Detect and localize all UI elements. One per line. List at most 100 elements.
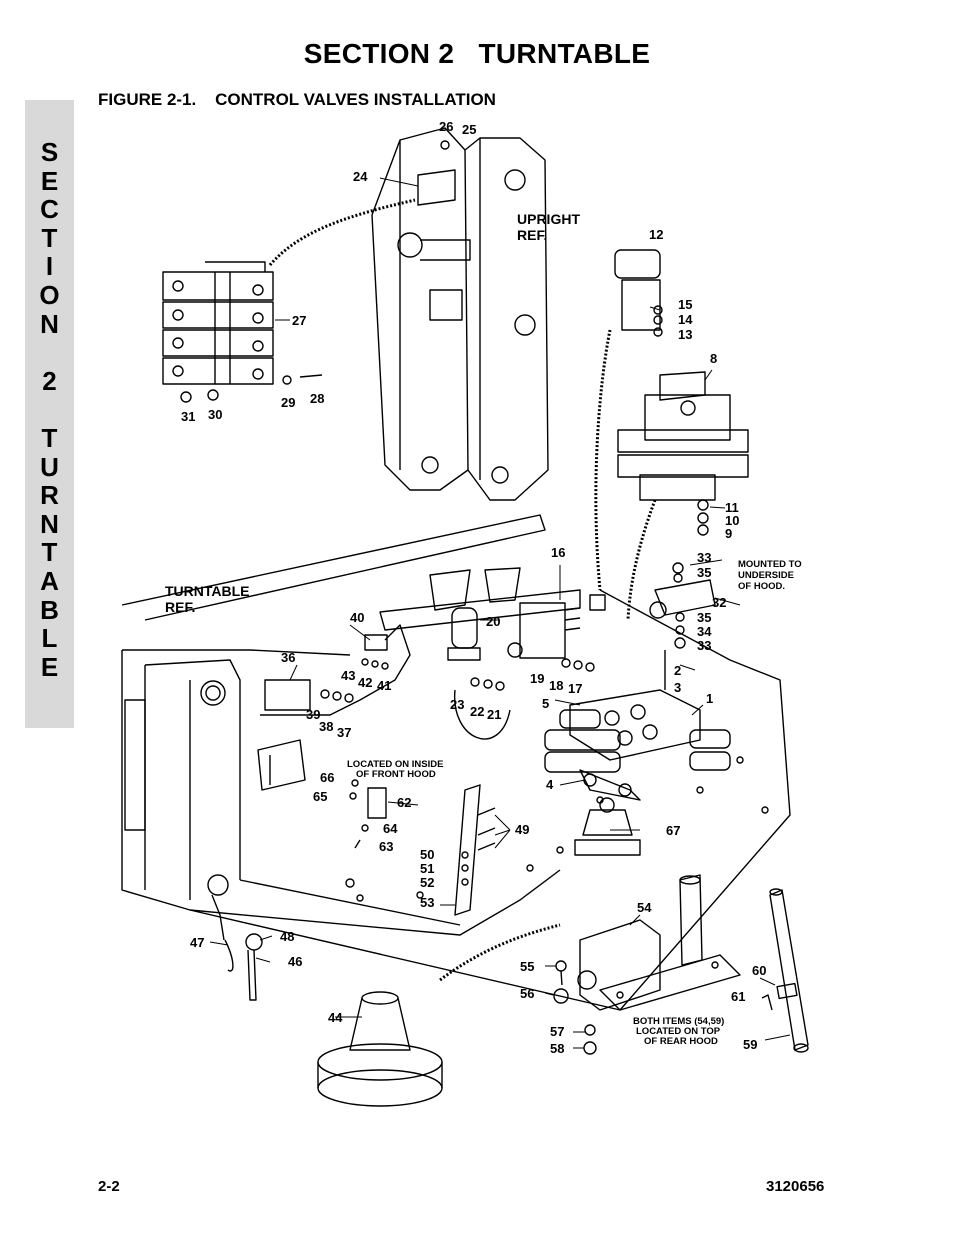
turntable-ref-label-2: REF. xyxy=(165,599,195,615)
callout-label: 63 xyxy=(379,839,393,854)
callout-label: 33 xyxy=(697,550,711,565)
switch-36 xyxy=(264,679,311,711)
note-mounted-line-2: UNDERSIDE xyxy=(738,570,794,581)
callout-label: 14 xyxy=(678,312,693,327)
valve-12 xyxy=(614,249,663,337)
switch-40 xyxy=(364,634,388,651)
callout-label: 39 xyxy=(306,707,320,722)
note-located-line-1: LOCATED ON INSIDE xyxy=(347,759,443,770)
callout-label: 46 xyxy=(288,954,302,969)
note-both-line-2: LOCATED ON TOP xyxy=(636,1026,721,1037)
callout-label: 24 xyxy=(353,169,368,184)
callout-label: 32 xyxy=(712,595,726,610)
callout-label: 2 xyxy=(674,663,681,678)
callout-label: 22 xyxy=(470,704,484,719)
callout-label: 37 xyxy=(337,725,351,740)
hood-latch xyxy=(207,874,263,1001)
callout-label: 18 xyxy=(549,678,563,693)
callout-label: 17 xyxy=(568,681,582,696)
side-tab-letter: T xyxy=(41,423,58,453)
note-located-line-2: OF FRONT HOOD xyxy=(356,769,436,780)
side-tab-letter: T xyxy=(41,222,58,253)
callout-label: 33 xyxy=(697,638,711,653)
switch-62 xyxy=(367,787,387,819)
block-32 xyxy=(654,579,716,616)
side-tab-letter: I xyxy=(45,251,54,282)
part-54 xyxy=(577,874,741,1011)
callout-label: 25 xyxy=(462,122,476,137)
callout-label: 40 xyxy=(350,610,364,625)
callout-label: 49 xyxy=(515,822,529,837)
callout-label: 66 xyxy=(320,770,334,785)
valve-stack-27 xyxy=(162,261,274,385)
leader-lines xyxy=(209,177,791,1049)
valve-assembly-8 xyxy=(617,371,749,536)
side-tab-letter: 2 xyxy=(42,365,57,396)
note-mounted-line-3: OF HOOD. xyxy=(738,581,785,592)
side-tab-letter: C xyxy=(40,194,59,225)
side-tab-letter: U xyxy=(40,451,59,482)
callout-label: 23 xyxy=(450,697,464,712)
side-tab-letter: N xyxy=(40,508,59,539)
callout-label: 61 xyxy=(731,989,745,1004)
callout-label: 52 xyxy=(420,875,434,890)
callout-label: 54 xyxy=(637,900,652,915)
callout-label: 50 xyxy=(420,847,434,862)
callout-label: 30 xyxy=(208,407,222,422)
page-number: 2-2 xyxy=(98,1178,120,1195)
callout-label: 11 xyxy=(725,500,739,515)
callout-label: 60 xyxy=(752,963,766,978)
callout-label: 8 xyxy=(710,351,717,366)
callout-label: 35 xyxy=(697,610,711,625)
callout-label: 35 xyxy=(697,565,711,580)
callout-label: 57 xyxy=(550,1024,564,1039)
document-number: 3120656 xyxy=(766,1178,825,1195)
callout-label: 42 xyxy=(358,675,372,690)
callout-label: 13 xyxy=(678,327,692,342)
callout-label: 67 xyxy=(666,823,680,838)
callout-label: 44 xyxy=(328,1010,343,1025)
callout-label: 62 xyxy=(397,795,411,810)
callout-label: 56 xyxy=(520,986,534,1001)
side-tab-letter: E xyxy=(40,165,59,196)
callout-label: 10 xyxy=(725,513,739,528)
callout-label: 5 xyxy=(542,696,549,711)
callout-label: 55 xyxy=(520,959,534,974)
section-title: SECTION 2 TURNTABLE xyxy=(303,38,651,69)
upright-ref-label-2: REF. xyxy=(517,227,547,243)
upright-assembly xyxy=(371,127,549,501)
part-44 xyxy=(317,991,443,1107)
switch-67 xyxy=(574,797,641,856)
side-tab-letter: S xyxy=(40,137,59,167)
callout-label: 16 xyxy=(551,545,565,560)
callout-label: 51 xyxy=(420,861,434,876)
note-mounted-line-1: MOUNTED TO xyxy=(738,559,802,570)
callout-label: 27 xyxy=(292,313,306,328)
side-tab-letter: O xyxy=(39,280,60,310)
turntable-base xyxy=(121,514,791,1011)
callout-label: 36 xyxy=(281,650,295,665)
callout-label: 38 xyxy=(319,719,333,734)
side-tab-letter: T xyxy=(41,537,58,568)
upright-ref-label: UPRIGHT xyxy=(517,211,580,227)
callout-label: 59 xyxy=(743,1037,757,1052)
callout-label: 29 xyxy=(281,395,295,410)
callout-label: 34 xyxy=(697,624,712,639)
turntable-ref-label: TURNTABLE xyxy=(165,583,250,599)
callout-label: 64 xyxy=(383,821,398,836)
side-tab-letter: E xyxy=(40,651,59,682)
callout-label: 53 xyxy=(420,895,434,910)
callout-labels: 26 25 24 27 31 30 29 28 12 15 14 13 8 11… xyxy=(181,119,766,1056)
side-tab-letter: R xyxy=(40,480,59,511)
callout-label: 15 xyxy=(678,297,692,312)
bracket-49 xyxy=(454,784,481,916)
callout-label: 65 xyxy=(313,789,327,804)
callout-label: 21 xyxy=(487,707,501,722)
callout-label: 26 xyxy=(439,119,453,134)
control-valve-1 xyxy=(544,689,731,801)
side-tab-letter: L xyxy=(41,623,58,654)
callout-label: 43 xyxy=(341,668,355,683)
callout-label: 41 xyxy=(377,678,391,693)
